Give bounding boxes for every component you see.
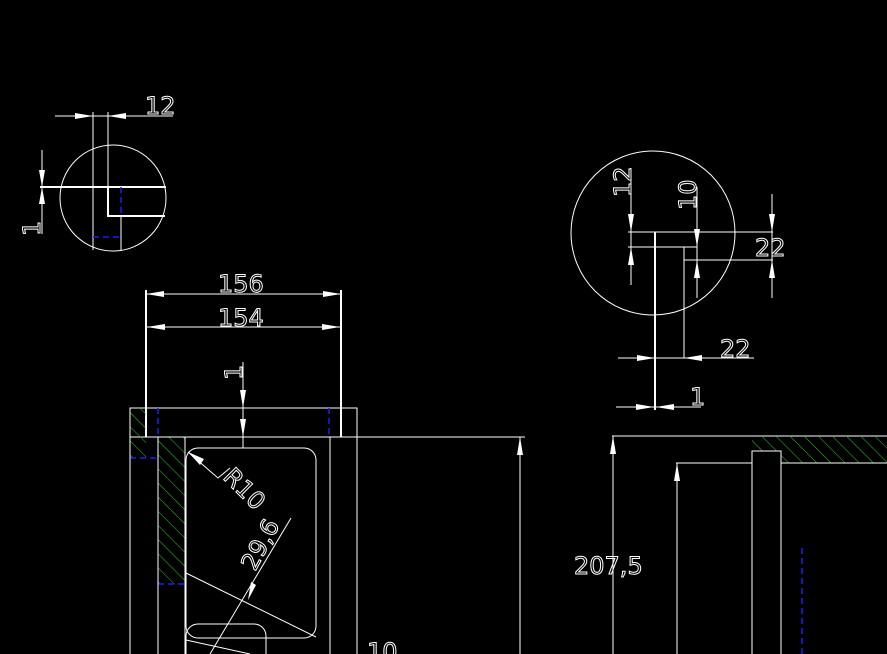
side-wall [751, 450, 782, 654]
dim-label: 10 [674, 179, 702, 210]
dim-label: 1 [220, 365, 248, 380]
dimension-29-6: 29,6 [209, 514, 292, 654]
green-hatch-corner [130, 408, 146, 458]
dimension-10-right: 10 [674, 179, 703, 298]
right-wall [329, 436, 358, 654]
inner-opening [185, 447, 317, 639]
dimension-154: 154 [147, 304, 340, 333]
dim-label: 1 [690, 383, 705, 411]
dim-label: 22 [720, 335, 751, 363]
dimension-1-left: 1 [18, 150, 47, 237]
dimension-r10: R10 [187, 451, 271, 516]
dim-label: 207,5 [574, 552, 643, 580]
detail-view-left: 12 1 [18, 92, 176, 252]
dimension-22-right: 22 [755, 194, 786, 298]
dim-label: 156 [218, 270, 264, 298]
dim-label: 154 [218, 304, 264, 332]
dimension-156: 156 [146, 270, 341, 299]
dim-label: 1 [18, 221, 46, 236]
dimension-1-plate: 1 [220, 362, 249, 448]
dim-label: R10 [218, 462, 271, 515]
main-section-view: 156 154 1 R10 29,6 10 [129, 270, 525, 654]
detail-circle [570, 150, 736, 316]
dim-label: 22 [755, 234, 786, 262]
dim-label: 12 [145, 92, 176, 120]
detail-view-right: 12 10 22 22 1 [570, 150, 786, 412]
dimension-12-right: 12 [609, 166, 638, 285]
green-hatch-wall [158, 437, 185, 584]
side-section-view: 207,5 [574, 435, 887, 654]
dimension-22-lower: 22 [618, 335, 754, 364]
dimension-1-lower: 1 [616, 383, 706, 412]
detail-circle [59, 144, 167, 252]
dim-label-10: 10 [367, 638, 398, 654]
dimension-12: 12 [55, 92, 176, 121]
dim-label: 12 [609, 166, 637, 197]
dim-label: 29,6 [236, 514, 286, 574]
